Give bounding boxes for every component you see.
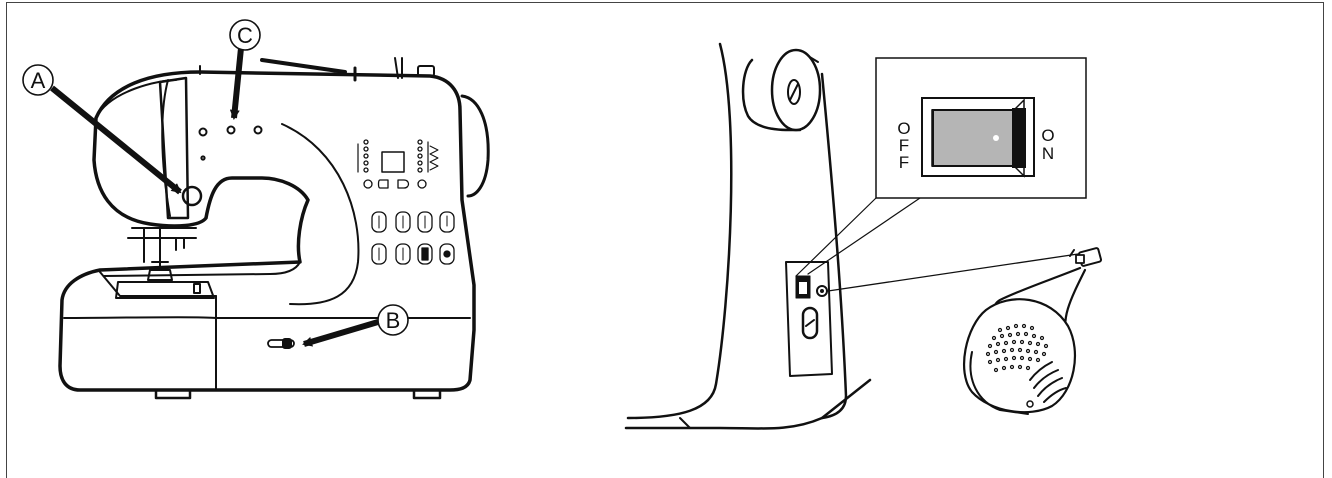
presser-foot bbox=[128, 228, 196, 280]
handwheel-side bbox=[743, 50, 820, 130]
side-body-right-edge bbox=[822, 74, 846, 418]
switch-on-letter-2: N bbox=[1042, 144, 1054, 163]
pedal-cable-line bbox=[828, 254, 1078, 291]
sewing-machine bbox=[60, 58, 488, 398]
indicator-hole-3 bbox=[255, 127, 262, 134]
foot-pedal bbox=[828, 248, 1101, 414]
side-body-left-edge bbox=[628, 44, 731, 418]
callout-c-label: C bbox=[237, 23, 253, 48]
machine-body-outline bbox=[60, 72, 474, 390]
spool-pin bbox=[262, 60, 345, 72]
zoom-lines bbox=[796, 198, 920, 276]
power-panel bbox=[786, 262, 832, 376]
front-swoosh bbox=[282, 124, 358, 304]
arrow-c bbox=[234, 48, 241, 118]
lcd-display bbox=[382, 152, 404, 172]
switch-zoom-box: O F F O N bbox=[876, 58, 1086, 198]
callout-c: C bbox=[230, 20, 260, 50]
callout-a: A bbox=[23, 65, 53, 95]
handwheel bbox=[462, 96, 488, 196]
indicator-hole-2 bbox=[228, 127, 235, 134]
thread-tension-dial bbox=[183, 187, 201, 205]
callout-b-label: B bbox=[386, 308, 401, 333]
rocker-switch bbox=[933, 110, 1023, 166]
callout-a-label: A bbox=[31, 68, 46, 93]
switch-off-letter-3: F bbox=[899, 153, 909, 172]
indicator-hole-1 bbox=[200, 129, 207, 136]
callout-b: B bbox=[378, 305, 408, 335]
control-panel bbox=[358, 140, 454, 264]
arrow-b bbox=[304, 322, 378, 344]
speed-slider bbox=[268, 339, 294, 348]
switch-on-letter-1: O bbox=[1041, 126, 1054, 145]
